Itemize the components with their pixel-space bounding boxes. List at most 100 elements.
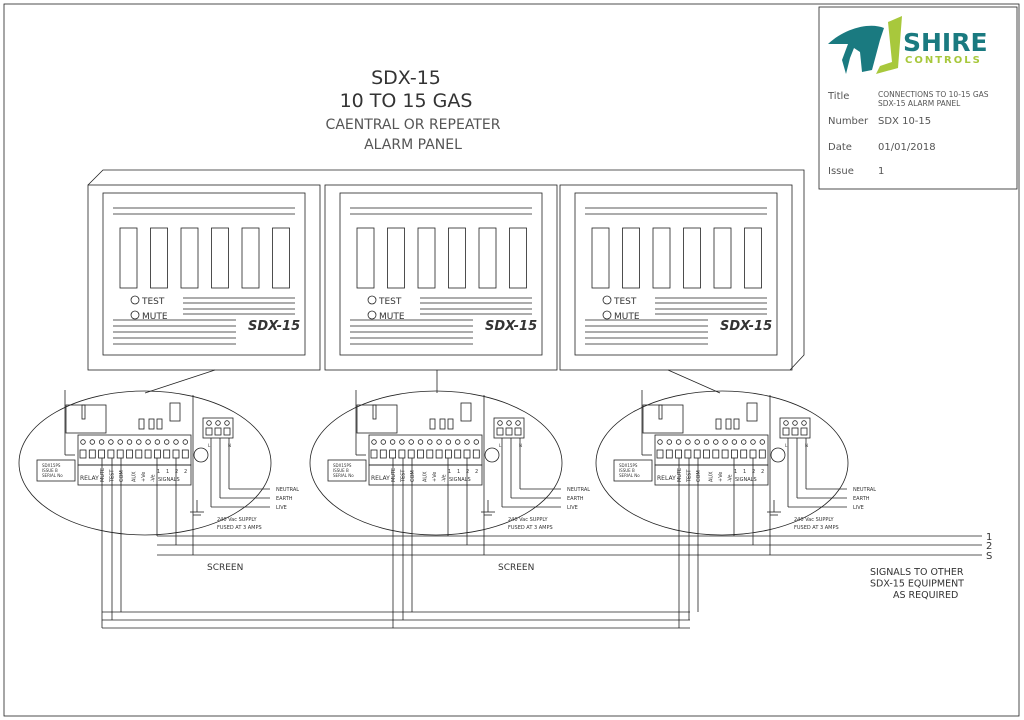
signals-label: SIGNALS: [158, 477, 180, 483]
display-window: [744, 227, 762, 289]
signal-number: 1: [157, 469, 160, 475]
display-window: [478, 227, 497, 289]
mains-terminal-block: [779, 417, 811, 439]
terminal-label-test: TEST: [110, 469, 116, 483]
terminal-screw-icon: [741, 439, 747, 445]
cable-gland-icon: [770, 447, 786, 463]
capacitor-component: [429, 418, 436, 430]
terminal-clamp: [407, 449, 415, 459]
display-window: [180, 227, 199, 289]
fuse-label: FUSED AT 3 AMPS: [794, 525, 839, 531]
panel-fascia: [102, 192, 306, 356]
capacitor-component: [148, 418, 155, 430]
serial-label-box: [613, 459, 653, 482]
terminal-screw-icon: [713, 439, 719, 445]
mains-l-label: L: [208, 443, 211, 448]
terminal-clamp: [496, 427, 504, 436]
terminal-clamp: [656, 449, 664, 459]
panel-frame: [559, 184, 793, 371]
test-led-icon: [367, 295, 377, 305]
serial-label-box: [327, 459, 367, 482]
display-window: [652, 227, 671, 289]
terminal-screw-icon: [703, 439, 710, 445]
terminal-screw-icon: [427, 439, 433, 445]
display-window: [417, 227, 436, 289]
terminal-label-xve: -Ve: [151, 474, 157, 482]
mains-n-label: N: [228, 443, 231, 448]
display-window: [387, 227, 405, 289]
panel-model-label: SDX-15: [485, 319, 537, 334]
signals-label: SIGNALS: [735, 477, 757, 483]
terminal-clamp: [163, 449, 171, 459]
signal-number: 2: [475, 469, 478, 475]
signal-number: 2: [184, 469, 187, 475]
display-window: [241, 227, 260, 289]
terminal-label-strip: [77, 464, 192, 486]
terminal-clamp: [693, 449, 701, 459]
title-value-1: CONNECTIONS TO 10-15 GAS: [878, 90, 989, 99]
signal-number: 2: [761, 469, 764, 475]
terminal-label-strip: [654, 464, 769, 486]
relay-component: [642, 404, 684, 434]
date-value: 01/01/2018: [878, 142, 936, 153]
capacitor-component: [715, 418, 722, 430]
serial-label-line: SERIAL No: [619, 473, 640, 478]
terminal-screw-icon: [80, 439, 86, 445]
terminal-label-test: TEST: [401, 469, 407, 483]
neutral-label: NEUTRAL: [276, 487, 299, 493]
relay-label: RELAY: [371, 475, 390, 482]
terminal-clamp: [665, 449, 673, 459]
logo-horse-icon: [828, 25, 884, 74]
signals-note-line: AS REQUIRED: [893, 590, 958, 601]
capacitor-component: [138, 418, 145, 430]
panel-fascia: [339, 192, 543, 356]
terminal-label-xve: +Ve: [141, 472, 147, 482]
terminal-label-com: COM: [119, 470, 125, 482]
terminal-clamp: [79, 449, 87, 459]
serial-label-line: SDX15PS: [42, 463, 61, 468]
live-label: LIVE: [276, 505, 287, 511]
mute-label: MUTE: [614, 312, 640, 322]
terminal-clamp: [205, 427, 213, 436]
terminal-screw-icon: [666, 439, 672, 445]
leader-line: [667, 369, 721, 394]
terminal-screw-icon: [399, 439, 405, 445]
bus-line-label: S: [986, 551, 992, 562]
drawing-border: [3, 3, 1020, 717]
terminal-label-strip: [368, 464, 483, 486]
earth-label: EARTH: [276, 496, 293, 502]
heading-line-4: ALARM PANEL: [364, 137, 462, 153]
terminal-screw-icon: [408, 439, 414, 445]
terminal-clamp: [126, 449, 133, 459]
relay-label: RELAY: [80, 475, 99, 482]
screen-label-2: SCREEN: [498, 563, 534, 573]
display-window: [683, 227, 701, 289]
terminal-screw-icon: [792, 420, 798, 426]
display-window: [211, 227, 229, 289]
terminal-screw-icon: [108, 439, 114, 445]
logo-word-shire: SHIRE: [903, 28, 988, 57]
panel-frame: [87, 184, 321, 371]
terminal-screw-icon: [224, 420, 230, 426]
terminal-screw-icon: [154, 439, 161, 445]
terminal-label-xve: +Ve: [432, 472, 438, 482]
signal-number: 1: [457, 469, 460, 475]
terminal-screw-icon: [389, 439, 396, 445]
terminal-screw-icon: [455, 439, 461, 445]
live-label: LIVE: [853, 505, 864, 511]
signals-note-line: SIGNALS TO OTHER: [870, 567, 964, 578]
panel-model-label: SDX-15: [248, 319, 300, 334]
panel-frame: [324, 184, 558, 371]
terminal-clamp: [758, 449, 766, 459]
terminal-clamp: [731, 449, 738, 459]
serial-label-line: SDX15PS: [619, 463, 638, 468]
terminal-screw-icon: [464, 439, 470, 445]
terminal-label-xve: -Ve: [442, 474, 448, 482]
logo-bracket-icon: [876, 16, 902, 74]
terminal-clamp: [505, 427, 513, 436]
heading-line-3: CAENTRAL OR REPEATER: [326, 117, 501, 133]
terminal-clamp: [712, 449, 720, 459]
